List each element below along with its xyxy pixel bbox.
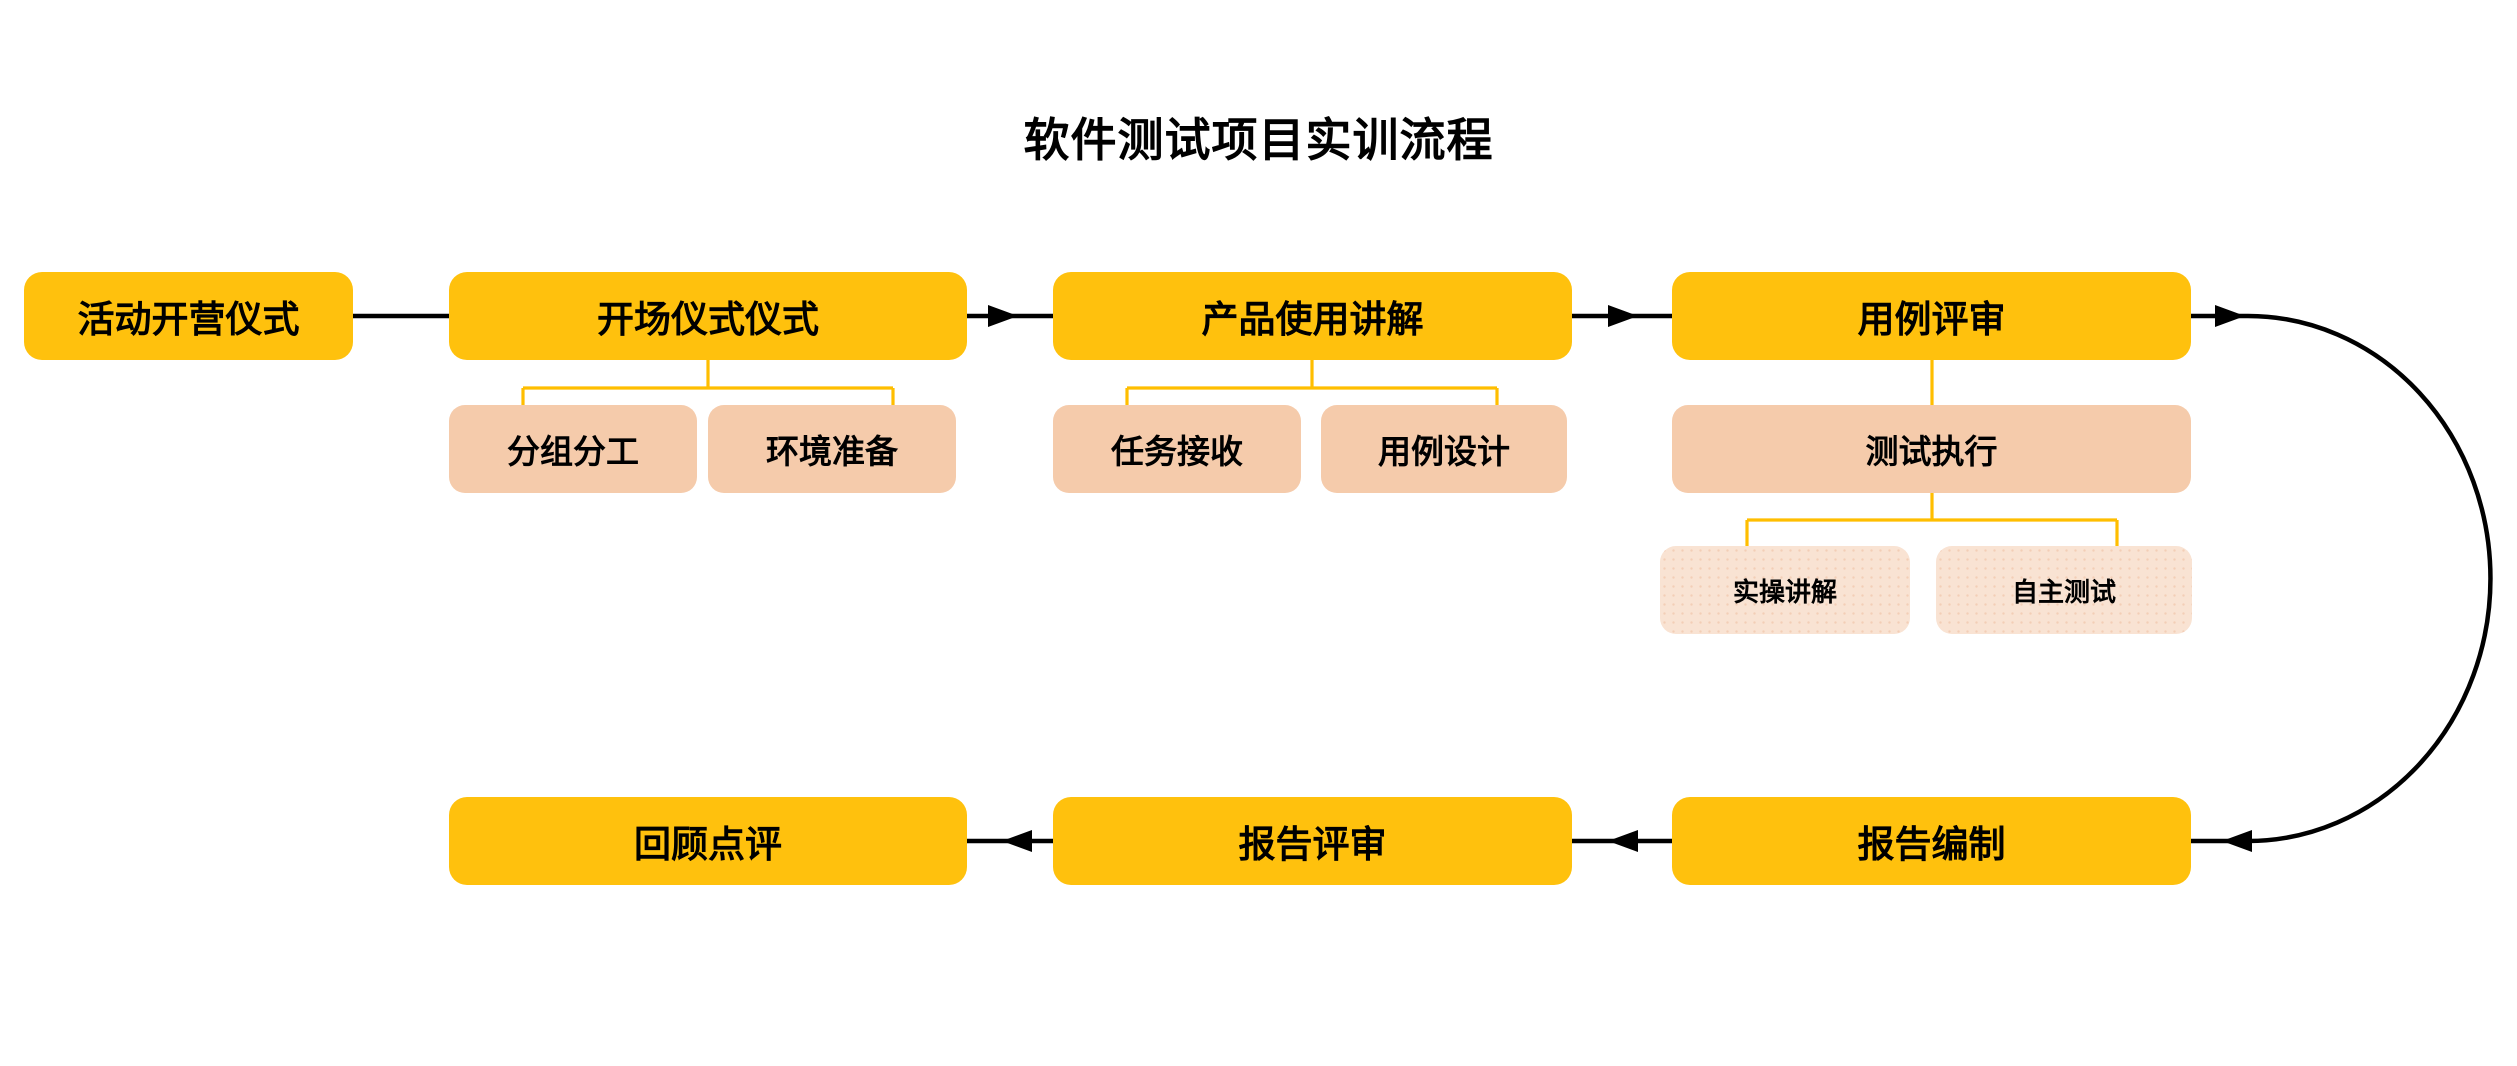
node-label: 自主测试: [2011, 576, 2116, 607]
node-label: 报告编制: [1857, 824, 2006, 865]
diagram-title: 软件测试项目实训流程: [1023, 114, 1494, 166]
arrowhead-to-report-review: [1608, 830, 1638, 852]
node-label: 测试执行: [1865, 433, 1998, 470]
node-label: 环境准备: [766, 433, 898, 470]
tree-branch-connectors: [521, 360, 2119, 546]
node-label: 回顾点评: [634, 824, 782, 865]
node-label: 活动开营仪式: [77, 299, 300, 340]
node-label: 任务接收: [1111, 433, 1243, 470]
node-label: 用例设计: [1378, 433, 1510, 470]
node-task-receiving: 任务接收: [1053, 405, 1301, 493]
node-label: 分组分工: [507, 433, 639, 470]
node-test-execution: 测试执行: [1672, 405, 2191, 493]
arrowhead-to-report-compile: [2222, 830, 2252, 852]
node-label: 产品使用讲解: [1201, 299, 1424, 340]
node-report-review: 报告评审: [1053, 797, 1572, 885]
arrowhead-to-case-review: [1608, 305, 1638, 327]
arrowhead-into-curve: [2215, 305, 2245, 327]
node-environment-prep: 环境准备: [708, 405, 956, 493]
node-product-usage: 产品使用讲解: [1053, 272, 1572, 360]
arrowheads: [988, 305, 2252, 852]
node-review-comment: 回顾点评: [449, 797, 967, 885]
branch-test-execution-children: [1745, 493, 2119, 546]
node-grouping-division: 分组分工: [449, 405, 697, 493]
node-label: 实操讲解: [1732, 576, 1837, 607]
arrowhead-to-product-usage: [988, 305, 1018, 327]
node-hands-on-demo: 实操讲解: [1660, 546, 1910, 634]
node-label: 用例评审: [1857, 299, 2006, 340]
arrowhead-to-review-comment: [1002, 830, 1032, 852]
node-report-compile: 报告编制: [1672, 797, 2191, 885]
branch-product-usage-children: [1125, 360, 1499, 405]
node-activity-opening: 活动开营仪式: [24, 272, 353, 360]
edge-right-side-curve: [2247, 313, 2493, 844]
node-label: 开场仪式仪式: [597, 299, 819, 340]
branch-opening-ceremony-children: [521, 360, 895, 405]
node-case-design: 用例设计: [1321, 405, 1567, 493]
node-label: 报告评审: [1238, 824, 1387, 865]
node-opening-ceremony: 开场仪式仪式: [449, 272, 967, 360]
node-case-review: 用例评审: [1672, 272, 2191, 360]
node-self-testing: 自主测试: [1936, 546, 2192, 634]
